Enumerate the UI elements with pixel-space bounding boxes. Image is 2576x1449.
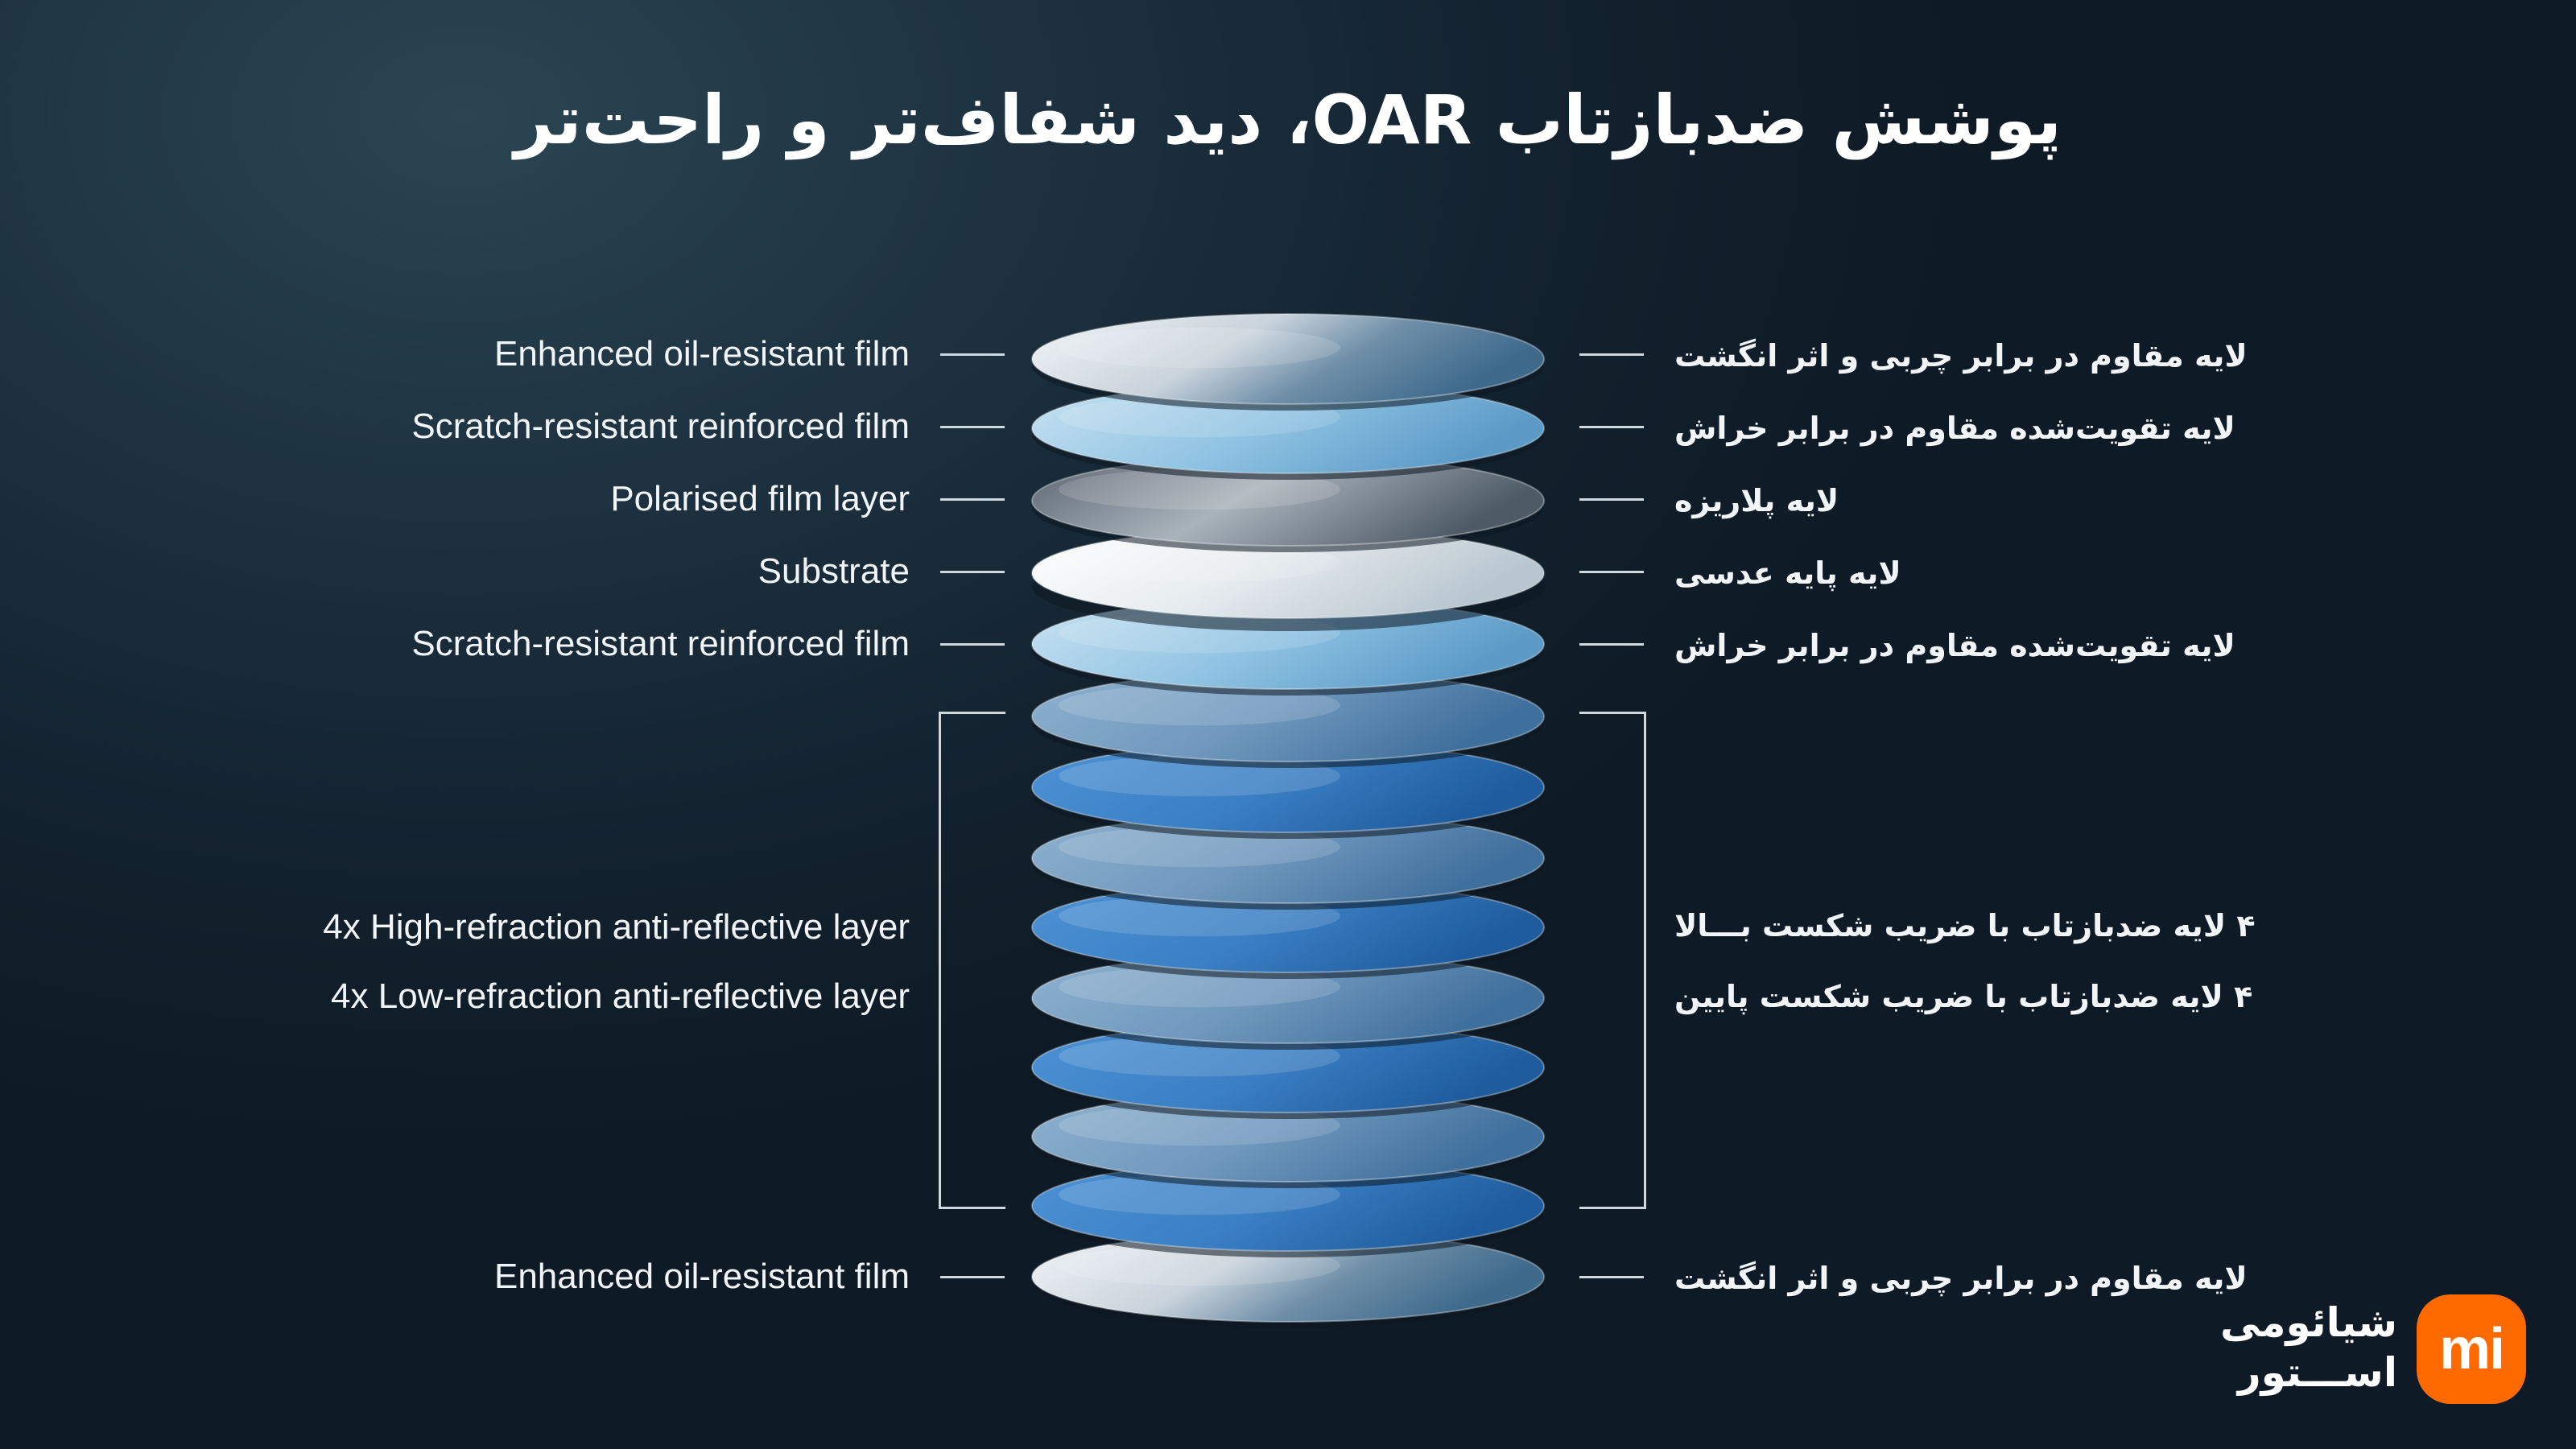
group-bracket-left — [939, 712, 1005, 1209]
connector-right-2 — [1579, 426, 1644, 428]
connector-left-4 — [940, 571, 1005, 573]
layer-4-label-fa: لایه پایه عدسی — [1674, 555, 1901, 591]
layer-5-label-en: Scratch-resistant reinforced film — [411, 624, 910, 663]
layer-2-label-en: Scratch-resistant reinforced film — [411, 407, 910, 446]
layer-4-label-en: Substrate — [758, 551, 910, 591]
disc-bottom-oil — [1031, 1231, 1545, 1328]
bottom-layer-label-fa: لایه مقاوم در برابر چربی و اثر انگشت — [1674, 1261, 2248, 1296]
disc-ar-7 — [1031, 1091, 1545, 1188]
group-bracket-right — [1579, 712, 1646, 1209]
layer-5-label-fa: لایه تقویت‌شده مقاوم در برابر خراش — [1674, 628, 2235, 663]
brand-name-line2: اســـتور — [2237, 1349, 2397, 1396]
bottom-layer-label-en: Enhanced oil-resistant film — [493, 1257, 910, 1296]
connector-right-5 — [1579, 643, 1644, 646]
layer-1-label-en: Enhanced oil-resistant film — [493, 334, 910, 374]
page-title: پوشش ضدبازتاب OAR، دید شفاف‌تر و راحت‌تر — [514, 80, 2062, 159]
disc-top-oil — [1031, 313, 1545, 411]
disc-ar-2 — [1031, 741, 1545, 839]
layer-1-label-fa: لایه مقاوم در برابر چربی و اثر انگشت — [1674, 338, 2248, 374]
connector-left-3 — [940, 498, 1005, 501]
connector-left-5 — [940, 643, 1005, 646]
connector-left-bottom — [940, 1276, 1005, 1278]
group-high-label-en: 4x High-refraction anti-reflective layer — [323, 907, 910, 947]
connector-left-2 — [940, 426, 1005, 428]
connector-left-1 — [940, 353, 1005, 356]
connector-right-4 — [1579, 571, 1644, 573]
disc-ar-4 — [1031, 881, 1545, 979]
brand-logo: mi شیائومی اســـتور — [1480, 1294, 2526, 1407]
connector-right-1 — [1579, 353, 1644, 356]
connector-right-3 — [1579, 498, 1644, 501]
group-low-label-fa: ۴ لایه ضدبازتاب با ضریب شکست پایین — [1674, 979, 2253, 1014]
mi-logo-icon: mi — [2417, 1294, 2526, 1404]
brand-name-line1: شیائومی — [2219, 1299, 2397, 1346]
disc-ar-1 — [1031, 671, 1545, 768]
group-low-label-en: 4x Low-refraction anti-reflective layer — [331, 976, 910, 1016]
layer-3-label-en: Polarised film layer — [610, 479, 910, 518]
brand-name: شیائومی اســـتور — [2220, 1298, 2397, 1397]
disc-ar-3 — [1031, 812, 1545, 910]
layer-3-label-fa: لایه پلاریزه — [1674, 483, 1839, 518]
disc-ar-8 — [1031, 1160, 1545, 1257]
group-high-label-fa: ۴ لایه ضدبازتاب با ضریب شکست بـــالا — [1674, 908, 2256, 943]
connector-right-bottom — [1579, 1276, 1644, 1278]
layer-2-label-fa: لایه تقویت‌شده مقاوم در برابر خراش — [1674, 411, 2235, 446]
disc-ar-5 — [1031, 952, 1545, 1050]
